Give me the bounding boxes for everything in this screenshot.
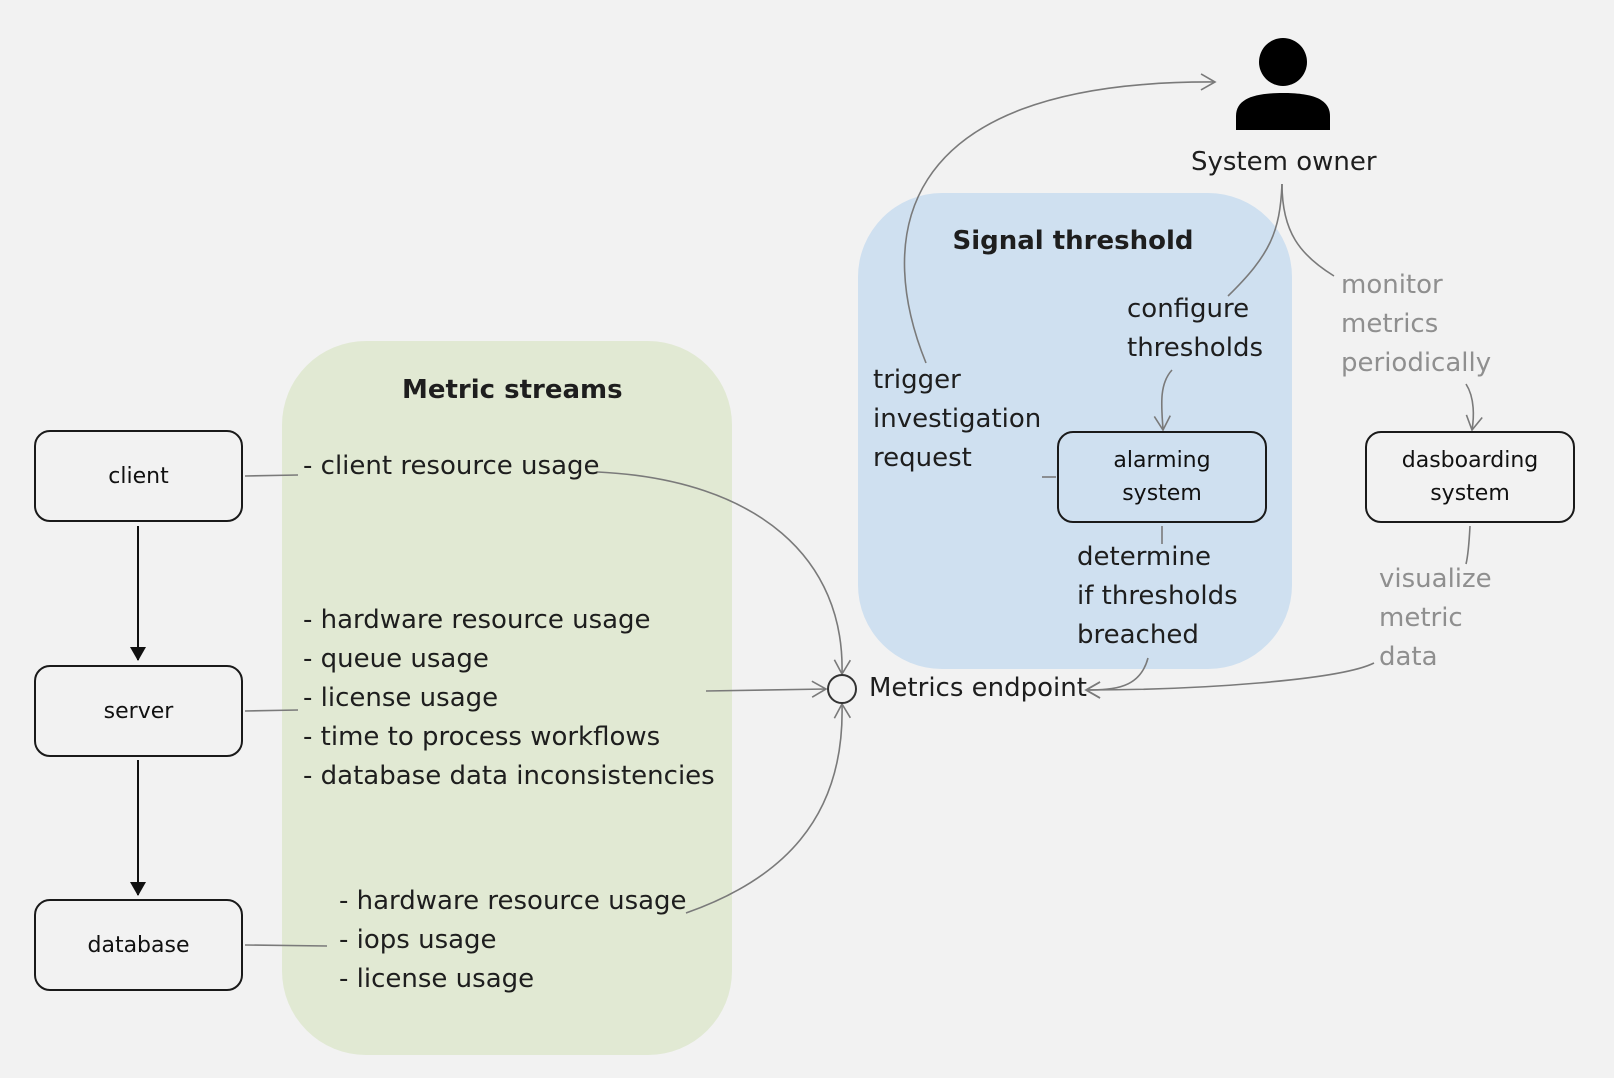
client-metrics-flow [597,471,852,676]
server-metric-link [244,709,299,712]
determine-to-endpoint [1084,657,1149,699]
signal-threshold-title: Signal threshold [952,226,1194,256]
visualize-to-endpoint [1084,662,1375,699]
server-metrics-flow [705,680,828,698]
owner-to-monitor [1281,183,1335,277]
client-metric-link [244,474,299,477]
trigger-investigation-label: trigger investigation request [873,365,1042,473]
database-metrics-list: - hardware resource usage - iops usage -… [339,886,687,994]
database-box[interactable]: database [34,899,243,991]
monitor-metrics-label: monitor metrics periodically [1341,270,1492,378]
server-metrics-list: - hardware resource usage - queue usage … [303,605,715,791]
visualize-data-label: visualize metric data [1379,564,1492,672]
database-metrics-flow [685,702,852,914]
monitor-to-dashboard [1465,383,1483,432]
system-owner-label: System owner [1191,147,1377,177]
client-box[interactable]: client [34,430,243,522]
configure-thresholds-label: configure thresholds [1127,294,1263,363]
dashboarding-system-label: dasboarding system [1401,448,1539,506]
database-label: database [87,932,190,958]
server-label: server [103,698,174,724]
alarming-system-label: alarming system [1113,448,1211,506]
server-box[interactable]: server [34,665,243,757]
metric-streams-title: Metric streams [402,375,623,405]
configure-to-alarming [1153,369,1173,432]
dashboard-bottom-link [1465,525,1471,565]
trigger-to-owner [903,73,1217,364]
metrics-endpoint-circle [827,674,857,704]
metric-streams-group [282,341,732,1055]
alarming-system-box[interactable]: alarming system [1057,431,1267,523]
owner-to-configure [1227,183,1283,297]
metrics-endpoint-label: Metrics endpoint [869,673,1087,703]
client-metrics-list: - client resource usage [303,451,600,481]
determine-breach-label: determine if thresholds breached [1077,542,1238,650]
database-metric-link [244,944,328,947]
person-icon [1236,38,1330,130]
dashboarding-system-box[interactable]: dasboarding system [1365,431,1575,523]
client-label: client [108,463,169,489]
